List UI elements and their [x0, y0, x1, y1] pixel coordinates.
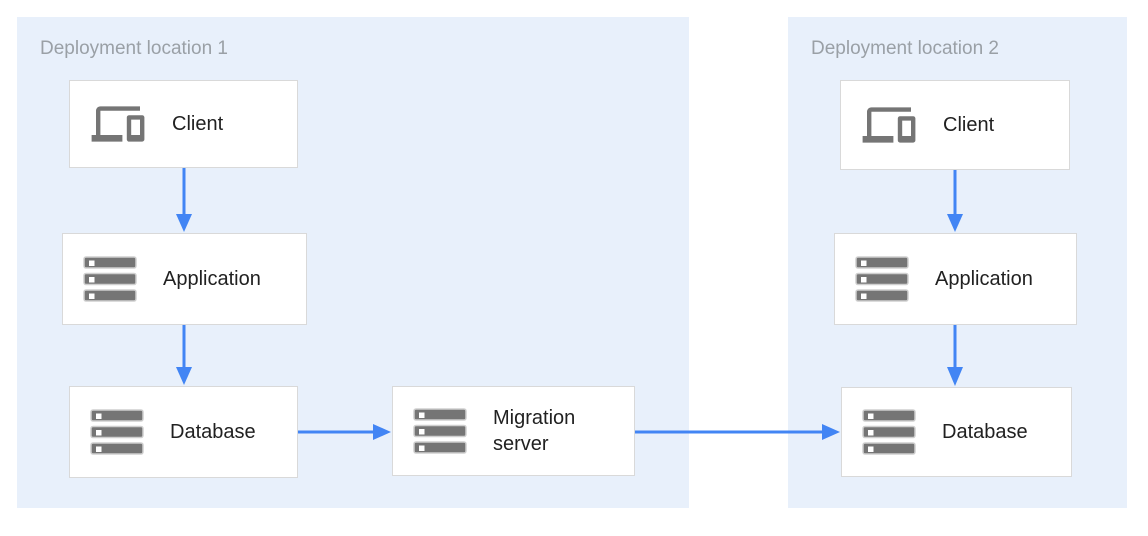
node-database-1: Database [69, 386, 298, 478]
node-client-2: Client [840, 80, 1070, 170]
node-label: Database [942, 421, 1028, 443]
server-stack-icon [413, 408, 467, 454]
server-stack-icon [855, 256, 909, 302]
region-1-label: Deployment location 1 [40, 38, 228, 59]
server-stack-icon [862, 409, 916, 455]
server-stack-icon [83, 256, 137, 302]
node-label: Client [172, 113, 224, 135]
node-label: Client [943, 114, 995, 136]
node-migration-server: Migration server [392, 386, 635, 476]
node-label: Database [170, 421, 256, 443]
node-label: Migration server [493, 407, 576, 455]
region-2-label: Deployment location 2 [811, 38, 999, 59]
node-label: Application [935, 268, 1033, 290]
server-stack-icon [90, 409, 144, 455]
node-application-2: Application [834, 233, 1077, 325]
node-application-1: Application [62, 233, 307, 325]
node-label: Application [163, 268, 261, 290]
devices-icon [90, 102, 146, 146]
devices-icon [861, 103, 917, 147]
node-client-1: Client [69, 80, 298, 168]
node-database-2: Database [841, 387, 1072, 477]
